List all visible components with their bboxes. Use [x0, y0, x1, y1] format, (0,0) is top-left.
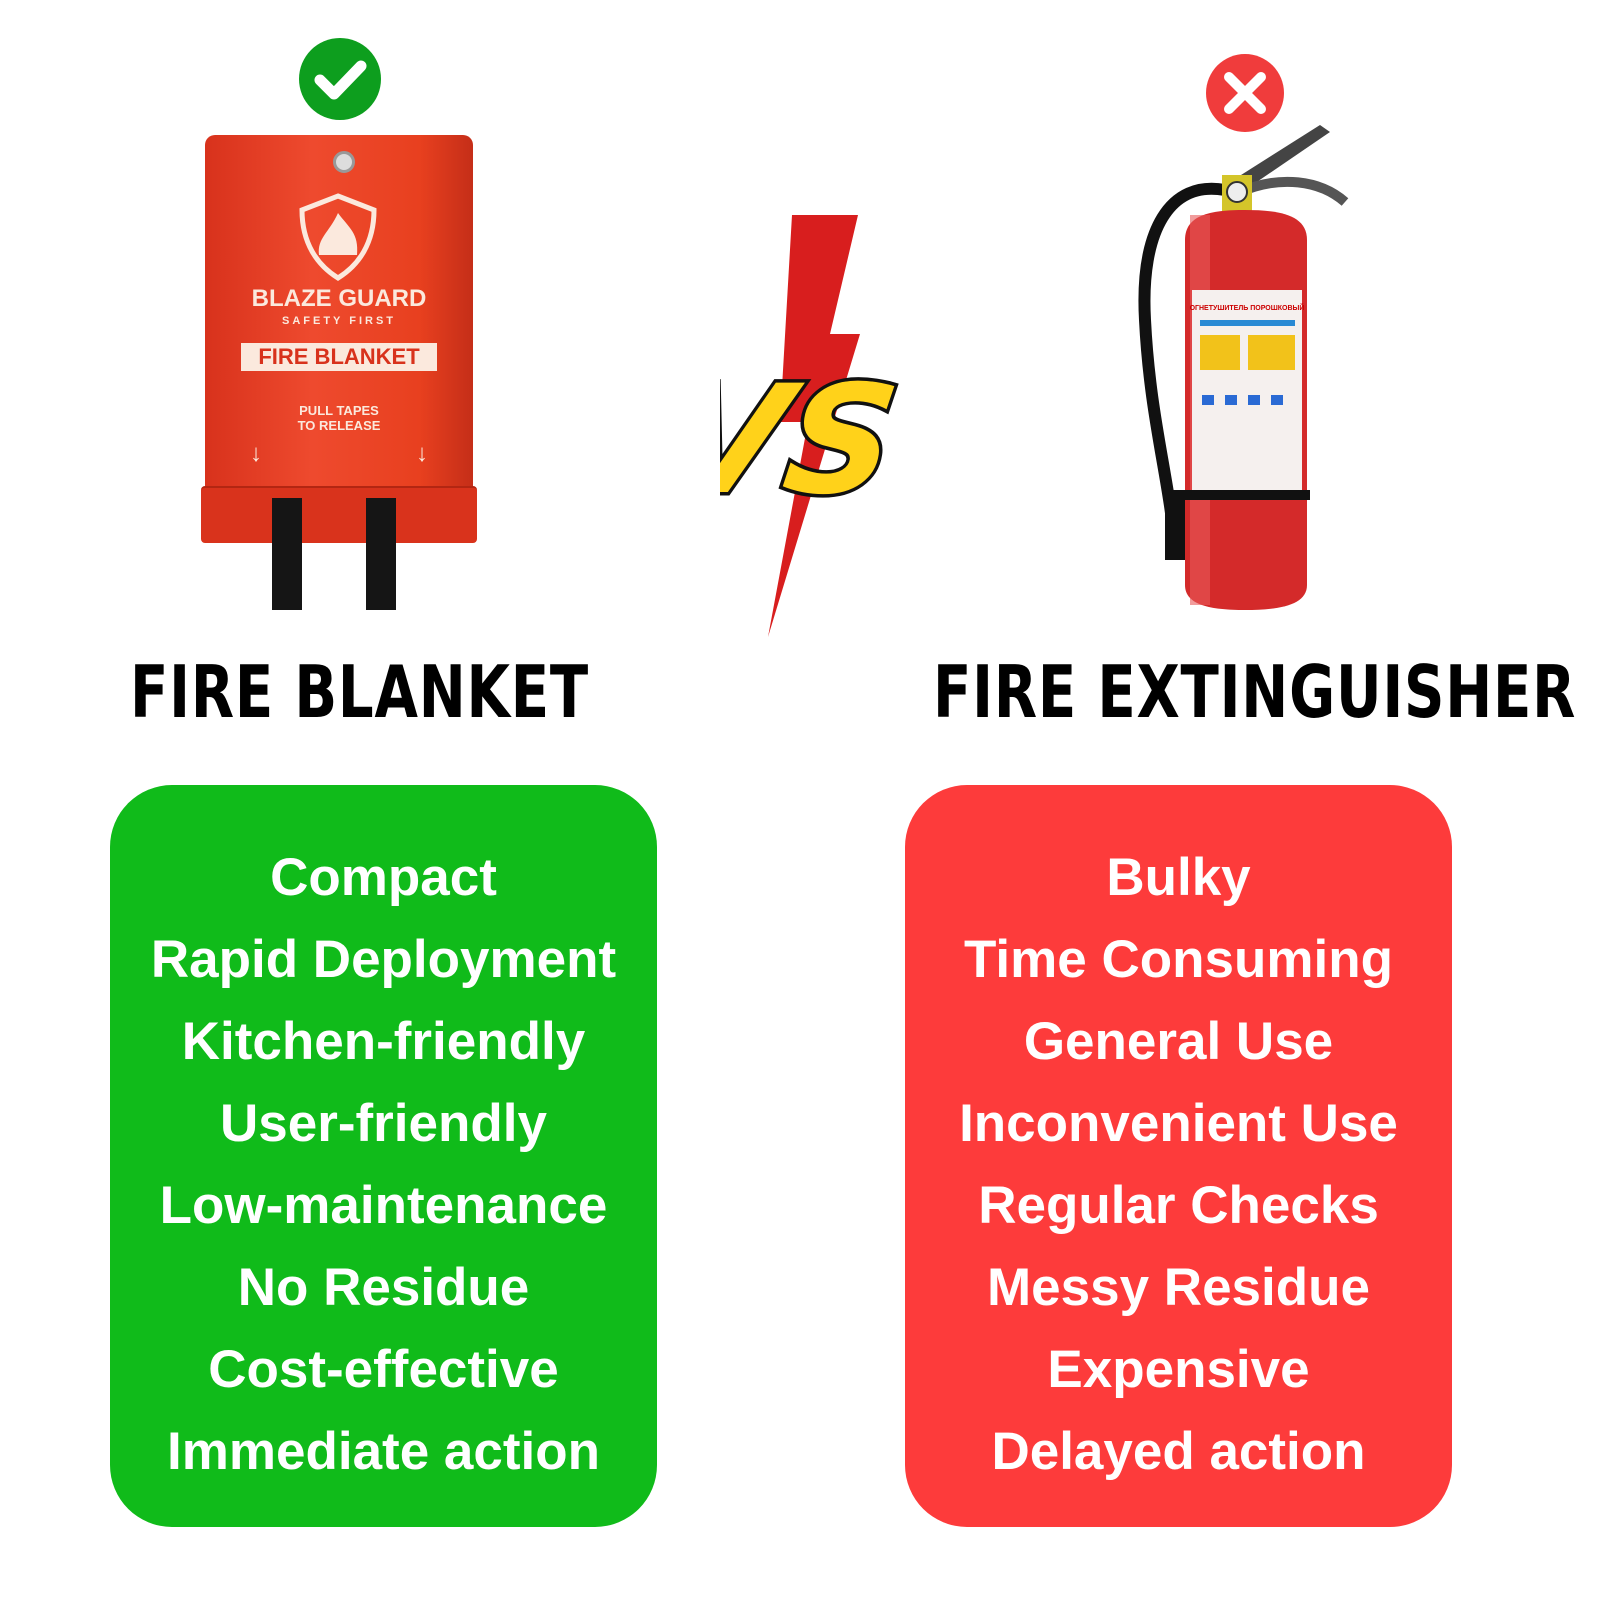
- list-item: Cost-effective: [208, 1340, 559, 1399]
- check-circle-icon: [299, 38, 381, 120]
- list-item: Delayed action: [991, 1422, 1366, 1481]
- instruction-text: PULL TAPES: [299, 403, 379, 418]
- list-item: Low-maintenance: [159, 1176, 608, 1235]
- instruction-text: TO RELEASE: [297, 418, 381, 433]
- list-item: General Use: [1023, 1012, 1334, 1071]
- vs-lightning-graphic: VS: [720, 215, 910, 637]
- blanket-pocket: [201, 486, 477, 543]
- x-circle-icon: [1206, 54, 1284, 132]
- product-name-label: FIRE BLANKET: [241, 343, 437, 371]
- fire-extinguisher-title: FIRE EXTINGUISHER: [933, 650, 1577, 734]
- list-item: Regular Checks: [978, 1176, 1379, 1235]
- brand-text: BLAZE GUARD: [251, 285, 427, 312]
- list-item: User-friendly: [220, 1094, 547, 1153]
- list-item: Expensive: [1047, 1340, 1310, 1399]
- list-item: Immediate action: [167, 1422, 600, 1481]
- list-item: Messy Residue: [987, 1258, 1370, 1317]
- pull-tape: [366, 498, 396, 610]
- tagline-text: SAFETY FIRST: [281, 315, 397, 327]
- arrow-down-icon: ↓: [250, 440, 262, 467]
- fire-blanket-pros-list: Compact Rapid Deployment Kitchen-friendl…: [110, 785, 657, 1527]
- grommet: [333, 151, 355, 173]
- list-item: Bulky: [1106, 848, 1251, 907]
- shield-flame-icon: [299, 193, 377, 281]
- fire-extinguisher-image: ОГНЕТУШИТЕЛЬ ПОРОШКОВЫЙ: [1138, 125, 1349, 610]
- list-item: Kitchen-friendly: [181, 1012, 586, 1071]
- fire-extinguisher-cons-list: Bulky Time Consuming General Use Inconve…: [905, 785, 1452, 1527]
- list-item: No Residue: [237, 1258, 530, 1317]
- vs-label: VS: [720, 353, 907, 528]
- list-item: Inconvenient Use: [959, 1094, 1398, 1153]
- fire-blanket-title: FIRE BLANKET: [130, 650, 590, 734]
- list-item: Rapid Deployment: [150, 930, 617, 989]
- list-item: Time Consuming: [964, 930, 1393, 989]
- fire-blanket-image: BLAZE GUARD SAFETY FIRST FIRE BLANKET PU…: [201, 135, 477, 543]
- pull-tape: [272, 498, 302, 610]
- extinguisher-label-text: ОГНЕТУШИТЕЛЬ ПОРОШКОВЫЙ: [1190, 303, 1305, 312]
- list-item: Compact: [270, 848, 497, 907]
- arrow-down-icon: ↓: [416, 440, 428, 467]
